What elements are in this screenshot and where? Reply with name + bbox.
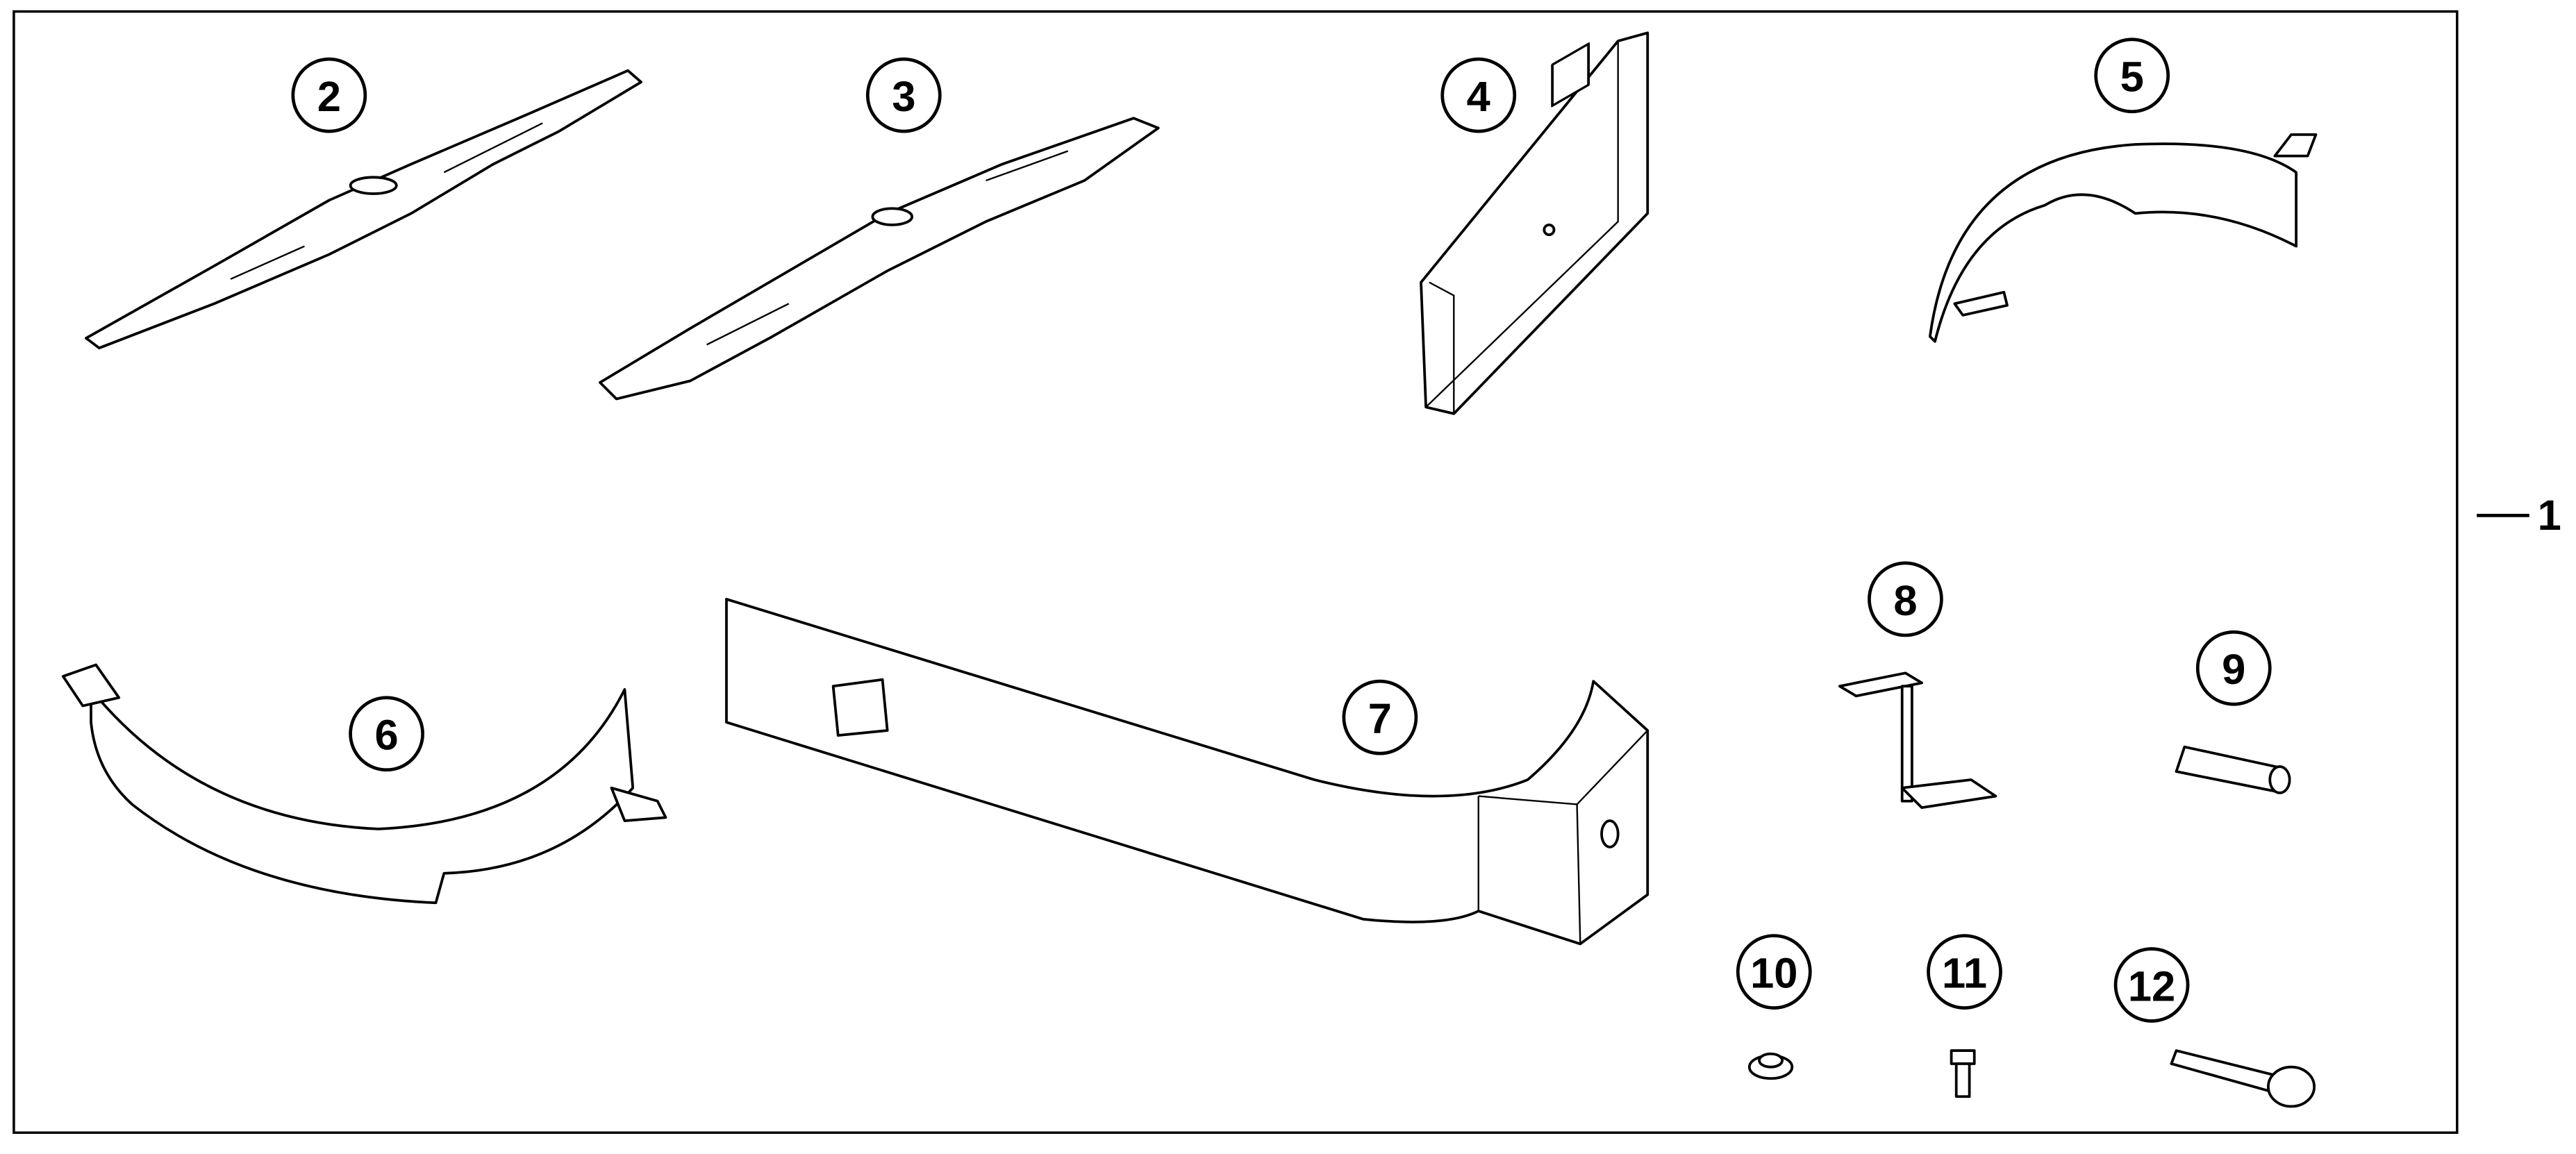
part-9-spacer — [2175, 745, 2291, 794]
callout-8: 8 — [1868, 561, 1943, 637]
part-10-nut — [1747, 1052, 1794, 1080]
callout-number: 10 — [1750, 949, 1797, 997]
callout-9: 9 — [2195, 630, 2272, 706]
callout-11: 11 — [1927, 934, 2002, 1010]
callout-number: 5 — [2120, 53, 2144, 101]
callout-number: 7 — [1368, 695, 1392, 743]
callout-number: 4 — [1467, 73, 1490, 121]
callout-12: 12 — [2113, 947, 2190, 1023]
assembly-number: 1 — [2538, 492, 2561, 540]
callout-3: 3 — [865, 57, 942, 133]
callout-number: 9 — [2222, 646, 2245, 694]
callout-number: 3 — [892, 73, 915, 121]
callout-2: 2 — [291, 57, 367, 133]
part-12-bolt — [2170, 1049, 2316, 1108]
callout-number: 6 — [374, 712, 398, 760]
callout-6: 6 — [349, 696, 424, 772]
part-3-blade — [599, 117, 1160, 401]
callout-4: 4 — [1440, 57, 1517, 133]
part-2-blade — [85, 69, 642, 350]
callout-number: 8 — [1893, 577, 1917, 625]
part-7-deflector — [725, 598, 1650, 946]
part-6-arc-baffle — [61, 663, 667, 905]
callout-7: 7 — [1342, 679, 1418, 755]
callout-number: 12 — [2128, 962, 2175, 1010]
part-8-bracket — [1838, 671, 1997, 810]
callout-10: 10 — [1736, 934, 1812, 1010]
part-5-arc-baffle — [1928, 133, 2318, 343]
part-11-bolt — [1950, 1049, 1976, 1098]
callout-number: 2 — [317, 73, 341, 121]
callout-number: 11 — [1942, 949, 1987, 997]
assembly-reference: 1 — [2477, 492, 2561, 540]
diagram-frame — [13, 10, 2459, 1135]
part-4-baffle — [1420, 31, 1650, 415]
callout-5: 5 — [2094, 37, 2170, 114]
